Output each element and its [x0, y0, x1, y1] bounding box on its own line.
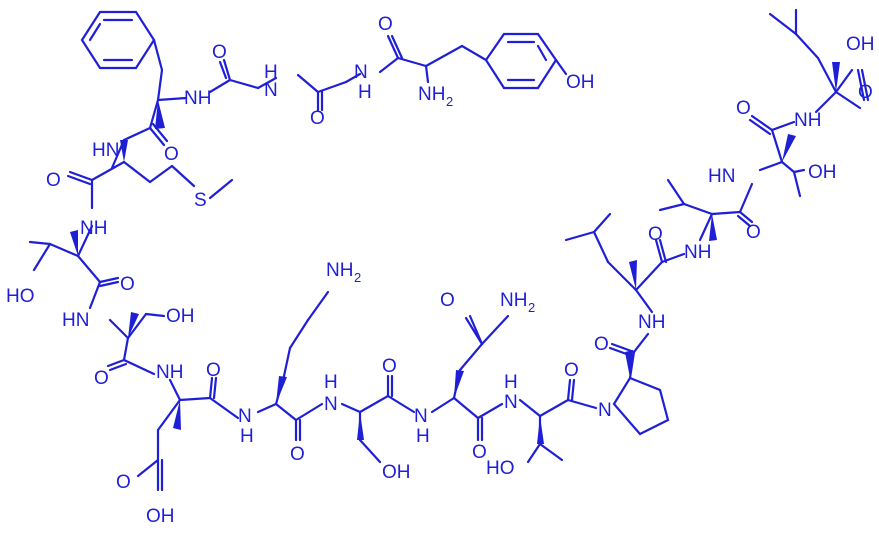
- atom-n: N: [598, 400, 612, 421]
- phenyl-ring: [80, 10, 156, 70]
- atom-o: O: [746, 222, 761, 243]
- atom-s: S: [194, 190, 207, 211]
- atom-nh2: NH: [418, 84, 445, 105]
- atom-sub: 2: [446, 94, 453, 109]
- atom-oh: OH: [382, 462, 411, 483]
- proline-ring: [612, 376, 670, 436]
- atom-o: O: [440, 290, 455, 311]
- atom-o: O: [164, 144, 179, 165]
- atom-o: O: [310, 108, 325, 129]
- atom-labels: NH H N O O N H O NH 2 OH O HN S O NH HO …: [6, 14, 875, 527]
- atom-nh2: NH: [500, 290, 527, 311]
- atom-ho: HO: [486, 458, 515, 479]
- atom-o: O: [382, 356, 397, 377]
- atom-oh: OH: [808, 162, 837, 183]
- atom-nh: NH: [80, 218, 107, 239]
- atom-o: O: [736, 98, 751, 119]
- atom-n: N: [264, 80, 278, 101]
- atom-o: O: [212, 42, 227, 63]
- atom-n: N: [414, 406, 428, 427]
- atom-o: O: [120, 274, 135, 295]
- atom-n: N: [238, 406, 252, 427]
- atom-hn: HN: [92, 140, 119, 161]
- atom-o: O: [290, 444, 305, 465]
- atom-oh: OH: [566, 72, 595, 93]
- atom-h: H: [324, 372, 338, 393]
- atom-o: O: [648, 224, 663, 245]
- atom-o: O: [594, 334, 609, 355]
- atom-o: O: [116, 472, 131, 493]
- atom-oh: OH: [846, 34, 875, 55]
- atom-sub: 2: [528, 300, 535, 315]
- atom-nh2: NH: [326, 260, 353, 281]
- atom-h: H: [240, 426, 254, 447]
- atom-nh: NH: [794, 110, 821, 131]
- atom-n: N: [354, 62, 368, 83]
- atom-o: O: [94, 368, 109, 389]
- atom-o: O: [564, 360, 579, 381]
- atom-ho: HO: [6, 286, 35, 307]
- atom-nh: NH: [156, 362, 183, 383]
- atom-h: H: [264, 62, 278, 83]
- atom-hn: HN: [708, 166, 735, 187]
- atom-oh: OH: [146, 506, 175, 527]
- atom-o: O: [206, 360, 221, 381]
- atom-o: O: [46, 170, 61, 191]
- bond-network: [28, 8, 870, 492]
- atom-o: O: [378, 14, 393, 35]
- atom-nh: NH: [684, 242, 711, 263]
- atom-oh: OH: [166, 306, 195, 327]
- atom-nh: NH: [184, 88, 211, 109]
- atom-h: H: [358, 82, 372, 103]
- atom-o: O: [472, 442, 487, 463]
- atom-sub: 2: [354, 270, 361, 285]
- atom-n: N: [504, 392, 518, 413]
- atom-h: H: [504, 372, 518, 393]
- atom-nh: NH: [638, 312, 665, 333]
- atom-h: H: [416, 426, 430, 447]
- atom-o: O: [858, 82, 873, 103]
- stereo-wedges: [70, 62, 840, 444]
- atom-hn: HN: [62, 310, 89, 331]
- atom-n: N: [324, 394, 338, 415]
